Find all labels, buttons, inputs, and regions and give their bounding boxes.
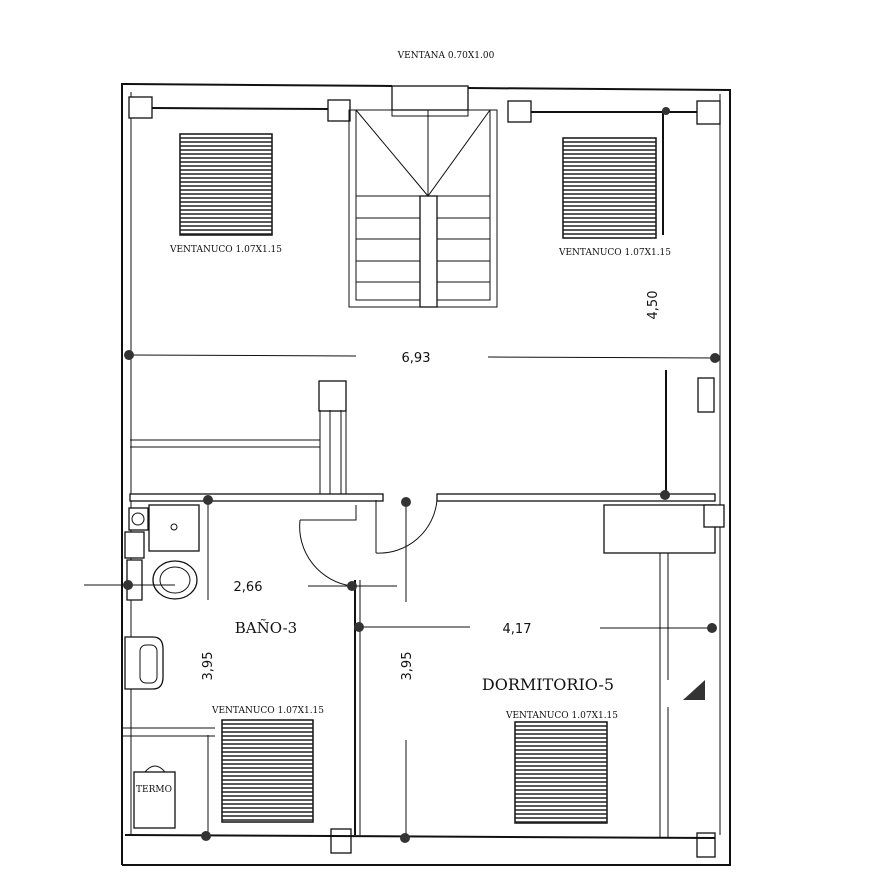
top-window-label: VENTANA 0.70X1.00 (397, 51, 495, 61)
skylight-hatch-icon (514, 721, 608, 824)
room-label-bedroom: DORMITORIO-5 (482, 675, 614, 694)
skylight-label: VENTANUCO 1.07X1.15 (505, 711, 618, 721)
dimension-width-total: 6,93 (402, 351, 431, 366)
top-window: VENTANA 0.70X1.00 (391, 51, 495, 117)
skylight-label: VENTANUCO 1.07X1.15 (169, 245, 282, 255)
staircase (348, 109, 498, 308)
duct-triangle-icon (683, 680, 705, 700)
skylight-hatch-icon (221, 719, 314, 823)
toilet-tank (126, 559, 143, 601)
vent-shaft-icon (703, 504, 725, 528)
room-label-bathroom: BAÑO-3 (235, 619, 297, 637)
drain-icon (131, 512, 145, 526)
skylights: VENTANUCO 1.07X1.15 VENTANUCO 1.07X1.15 … (169, 133, 671, 824)
bathroom-fixtures: TERMO (124, 504, 200, 829)
dimension-bedroom-width: 4,17 (503, 622, 532, 637)
interior-walls (122, 107, 725, 839)
sink-icon (124, 636, 164, 690)
skylight-label: VENTANUCO 1.07X1.15 (558, 248, 671, 258)
dimension-lines: 6,93 4,50 2,66 3,95 4,17 3,95 (84, 107, 720, 843)
dimension-height-upper: 4,50 (646, 291, 661, 320)
columns (128, 96, 721, 858)
shower-tray (148, 504, 200, 552)
water-heater-label: TERMO (136, 785, 172, 795)
skylight-label: VENTANUCO 1.07X1.15 (211, 706, 324, 716)
doors (299, 499, 438, 587)
dimension-bath-height: 3,95 (201, 652, 216, 681)
dimension-bedroom-height: 3,95 (400, 652, 415, 681)
exterior-walls (121, 82, 731, 866)
skylight-hatch-icon (179, 133, 273, 236)
dimension-bath-width: 2,66 (234, 580, 263, 595)
skylight-hatch-icon (562, 137, 657, 239)
water-heater-icon (133, 771, 176, 829)
